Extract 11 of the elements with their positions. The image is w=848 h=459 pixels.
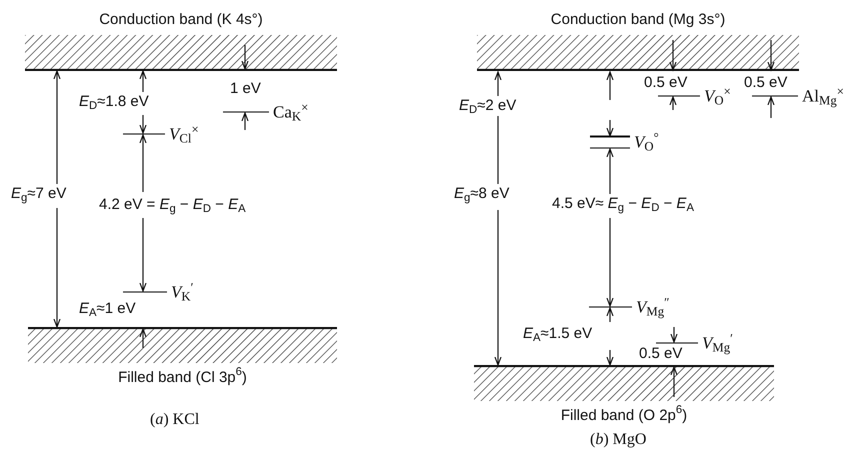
energy-value-label: E$_{D}$≈2 eV [458, 96, 518, 116]
energy-value-label: 4.5 eV≈ E$_{g}$ − E$_{D}$ − E$_{A}$ [551, 194, 695, 214]
energy-value-label: E$_{D}$≈1.8 eV [78, 92, 150, 112]
energy-value-label: E$_{g}$≈8 eV [453, 184, 510, 204]
band-label: Filled band (Cl 3p$^{6}$) [117, 365, 248, 388]
panel-caption: (a) KCl [150, 410, 200, 430]
band-label: Conduction band (Mg 3s°) [550, 10, 726, 30]
panel-caption: (b) MgO [590, 430, 646, 450]
band-label: Conduction band (K 4s°) [98, 10, 264, 30]
energy-value-label: E$_{g}$≈7 eV [10, 184, 68, 204]
band-label: Filled band (O 2p$^{6}$) [560, 403, 688, 426]
